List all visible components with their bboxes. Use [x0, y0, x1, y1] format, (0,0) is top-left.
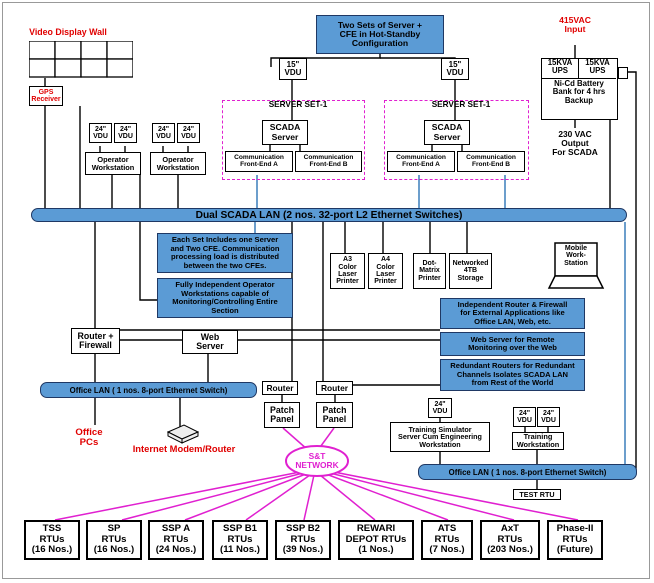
training-sim-vdu: 24" VDU — [428, 398, 452, 418]
office-lan-right: Office LAN ( 1 nos. 8-port Ethernet Swit… — [418, 464, 637, 480]
hot-standby-config-box: Two Sets of Server + CFE in Hot-Standby … — [316, 15, 444, 54]
training-simulator-server: Training Simulator Server Cum Engineerin… — [390, 422, 490, 452]
patch-panel-left: Patch Panel — [264, 402, 300, 428]
router-firewall: Router + Firewall — [71, 328, 120, 354]
office-pcs: Office PCs — [75, 427, 103, 449]
cfe-a-left: Communication Front-End A — [225, 151, 293, 172]
dual-scada-lan: Dual SCADA LAN (2 nos. 32-port L2 Ethern… — [31, 208, 627, 222]
gps-receiver: GPS Receiver — [29, 86, 63, 106]
note-web-server: Web Server for Remote Monitoring over th… — [440, 332, 585, 356]
networked-storage: Networked 4TB Storage — [449, 253, 492, 289]
st-network-label: S&T NETWORK — [295, 451, 339, 470]
internet-modem-router-label: Internet Modem/Router — [132, 443, 236, 454]
st-network-ellipse — [285, 445, 349, 477]
router-left: Router — [262, 381, 298, 395]
vdu-15-left: 15" VDU — [279, 58, 307, 80]
dot-matrix-printer: Dot- Matrix Printer — [413, 253, 446, 289]
scada-server-left: SCADA Server — [262, 120, 308, 145]
training-ws-vdu-1: 24" VDU — [513, 407, 536, 427]
a3-color-laser-printer: A3 Color Laser Printer — [330, 253, 365, 289]
rtu-phase-ii: Phase-II RTUs (Future) — [547, 520, 603, 560]
note-router-firewall: Independent Router & Firewall for Extern… — [440, 298, 585, 329]
note-operator-workstations: Fully Independent Operator Workstations … — [157, 278, 293, 318]
ows2-vdu-1: 24" VDU — [152, 123, 175, 143]
training-ws-vdu-2: 24" VDU — [537, 407, 560, 427]
ows2-vdu-2: 24" VDU — [177, 123, 200, 143]
ups-port — [618, 67, 628, 79]
server-set-left — [222, 100, 365, 180]
video-display-wall — [29, 41, 133, 78]
output-230vac-label: 230 VAC Output For SCADA — [552, 129, 598, 157]
vdu-15-right: 15" VDU — [441, 58, 469, 80]
server-set-right-label: SERVER SET-1 — [431, 100, 491, 109]
scada-server-right: SCADA Server — [424, 120, 470, 145]
rtu-ssp-b2: SSP B2 RTUs (39 Nos.) — [275, 520, 331, 560]
patch-panel-right: Patch Panel — [316, 402, 353, 428]
training-workstation: Training Workstation — [512, 432, 564, 450]
video-wall-label: Video Display Wall — [29, 27, 107, 37]
rtu-rewari-depot: REWARI DEPOT RTUs (1 Nos.) — [338, 520, 414, 560]
rtu-ssp-b1: SSP B1 RTUs (11 Nos.) — [212, 520, 268, 560]
rtu-ats: ATS RTUs (7 Nos.) — [421, 520, 473, 560]
cfe-b-right: Communication Front-End B — [457, 151, 525, 172]
web-server: Web Server — [182, 330, 238, 354]
laptop-icon — [547, 242, 605, 289]
input-415vac-label: 415VAC Input — [559, 15, 591, 35]
ups-1: 15KVA UPS — [542, 58, 579, 79]
ups-battery-group: 15KVA UPS 15KVA UPS Ni-Cd Battery Bank f… — [541, 58, 618, 120]
a4-color-laser-printer: A4 Color Laser Printer — [368, 253, 403, 289]
rtu-sp: SP RTUs (16 Nos.) — [86, 520, 142, 560]
server-set-right — [384, 100, 529, 180]
ups-2: 15KVA UPS — [579, 58, 616, 79]
battery-bank: Ni-Cd Battery Bank for 4 hrs Backup — [552, 79, 606, 105]
rtu-axt: AxT RTUs (203 Nos.) — [480, 520, 540, 560]
router-right: Router — [316, 381, 353, 395]
note-redundant-routers: Redundant Routers for Redundant Channels… — [440, 359, 585, 391]
ows1-vdu-2: 24" VDU — [114, 123, 137, 143]
operator-workstation-1: Operator Workstation — [85, 152, 141, 175]
modem-icon — [166, 424, 200, 444]
rtu-tss: TSS RTUs (16 Nos.) — [24, 520, 80, 560]
mobile-workstation-label: Mobile Work- Station — [564, 245, 588, 267]
rtu-ssp-a: SSP A RTUs (24 Nos.) — [148, 520, 204, 560]
cfe-a-right: Communication Front-End A — [387, 151, 455, 172]
ows1-vdu-1: 24" VDU — [89, 123, 112, 143]
test-rtu: TEST RTU — [513, 489, 561, 500]
note-server-cfe: Each Set Includes one Server and Two CFE… — [157, 233, 293, 273]
cfe-b-left: Communication Front-End B — [295, 151, 362, 172]
office-lan-left: Office LAN ( 1 nos. 8-port Ethernet Swit… — [40, 382, 257, 398]
operator-workstation-2: Operator Workstation — [150, 152, 206, 175]
gps-receiver-label: GPS Receiver — [31, 88, 61, 103]
server-set-left-label: SERVER SET-1 — [268, 100, 328, 109]
